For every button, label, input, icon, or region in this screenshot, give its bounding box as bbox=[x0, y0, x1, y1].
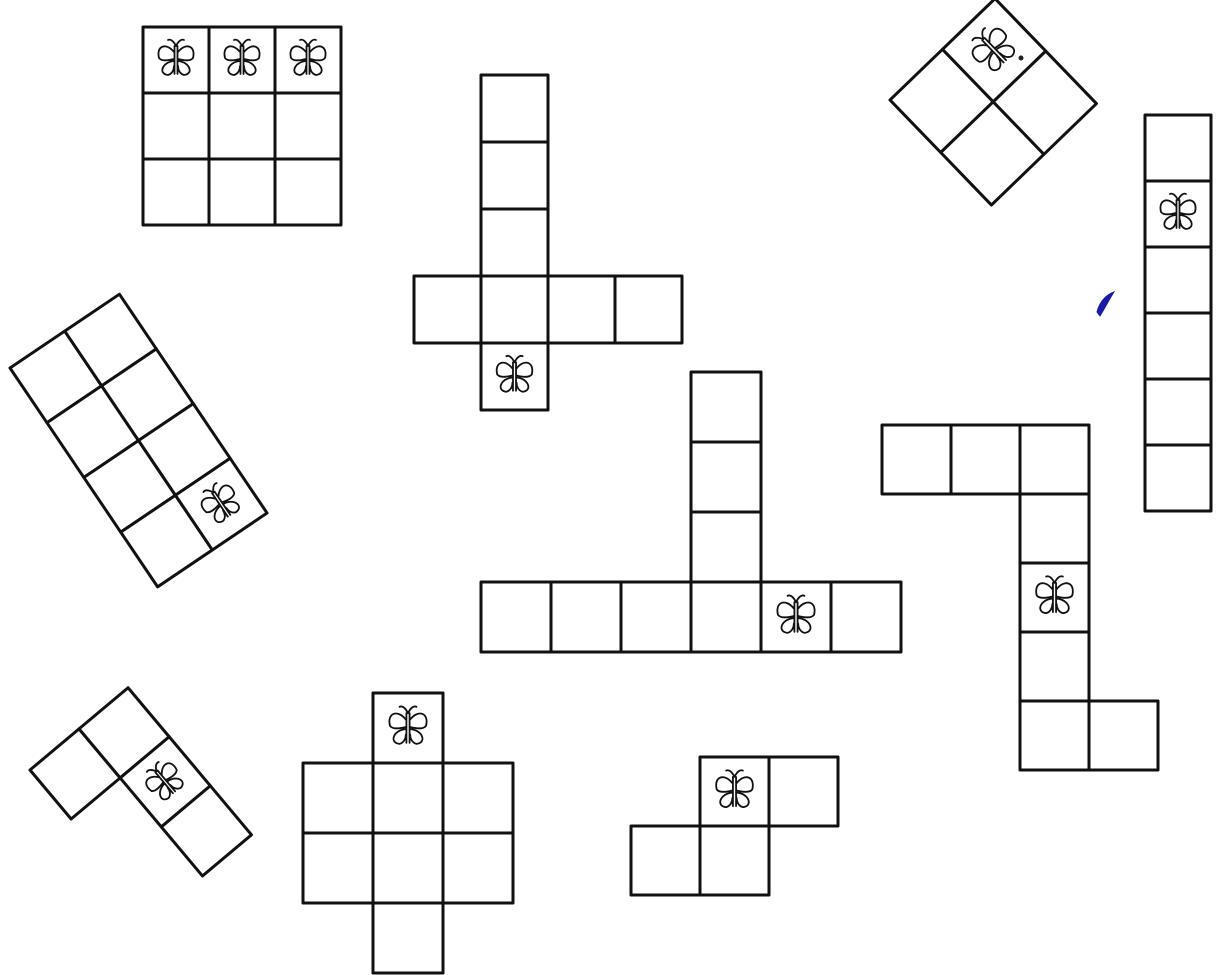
grid-cell bbox=[303, 763, 373, 833]
grid-cell bbox=[700, 757, 769, 826]
grid-cell bbox=[275, 159, 341, 225]
grid-cell bbox=[548, 276, 615, 343]
grid-cell bbox=[691, 582, 761, 652]
piece-diamond-2x2 bbox=[890, 0, 1096, 205]
grid-cell bbox=[1145, 445, 1211, 511]
grid-cell bbox=[481, 142, 548, 209]
grid-cell bbox=[621, 582, 691, 652]
grid-cell bbox=[373, 693, 443, 763]
grid-cell bbox=[143, 27, 209, 93]
grid-cell bbox=[481, 276, 548, 343]
grid-cell bbox=[1020, 563, 1089, 632]
grid-cell bbox=[1145, 181, 1211, 247]
grid-cell bbox=[769, 757, 838, 826]
piece-s-shape bbox=[882, 425, 1158, 770]
grid-cell bbox=[1145, 247, 1211, 313]
piece-long-t bbox=[481, 372, 901, 652]
grid-cell bbox=[691, 512, 761, 582]
grid-cell bbox=[209, 27, 275, 93]
ink-blot bbox=[1097, 292, 1114, 316]
grid-cell bbox=[1020, 632, 1089, 701]
piece-cross-top bbox=[414, 75, 682, 410]
grid-cell bbox=[1089, 701, 1158, 770]
pieces-layer bbox=[10, 0, 1211, 973]
grid-cell bbox=[882, 425, 951, 494]
grid-cell bbox=[275, 27, 341, 93]
grid-cell bbox=[481, 582, 551, 652]
grid-cell bbox=[143, 93, 209, 159]
grid-cell bbox=[1145, 313, 1211, 379]
grid-cell bbox=[414, 276, 481, 343]
grid-cell bbox=[761, 582, 831, 652]
grid-cell bbox=[700, 826, 769, 895]
grid-cell bbox=[373, 903, 443, 973]
grid-cell bbox=[615, 276, 682, 343]
grid-cell bbox=[1145, 115, 1211, 181]
grid-cell bbox=[303, 833, 373, 903]
grid-cell bbox=[1020, 425, 1089, 494]
grid-cell bbox=[209, 159, 275, 225]
grid-cell bbox=[275, 93, 341, 159]
grid-cell bbox=[481, 343, 548, 410]
ink-dot bbox=[1019, 56, 1024, 61]
grid-cell bbox=[691, 442, 761, 512]
grid-cell bbox=[481, 75, 548, 142]
piece-column-6 bbox=[1145, 115, 1211, 511]
grid-cell bbox=[209, 93, 275, 159]
piece-cross-bottom bbox=[303, 693, 513, 973]
piece-z-shape bbox=[631, 757, 838, 895]
grid-cell bbox=[1020, 701, 1089, 770]
grid-cell bbox=[481, 209, 548, 276]
grid-cell bbox=[143, 159, 209, 225]
grid-cell bbox=[373, 833, 443, 903]
grid-cell bbox=[551, 582, 621, 652]
grid-cell bbox=[443, 763, 513, 833]
grid-cell bbox=[1145, 379, 1211, 445]
piece-tilted-2x4 bbox=[10, 294, 267, 587]
grid-cell bbox=[691, 372, 761, 442]
grid-cell bbox=[1020, 494, 1089, 563]
grid-cell bbox=[631, 826, 700, 895]
piece-tilted-l bbox=[30, 688, 251, 917]
grid-cell bbox=[443, 833, 513, 903]
grid-cell bbox=[951, 425, 1020, 494]
grid-cell bbox=[831, 582, 901, 652]
grid-cell bbox=[373, 763, 443, 833]
piece-3x3-grid bbox=[143, 27, 341, 225]
